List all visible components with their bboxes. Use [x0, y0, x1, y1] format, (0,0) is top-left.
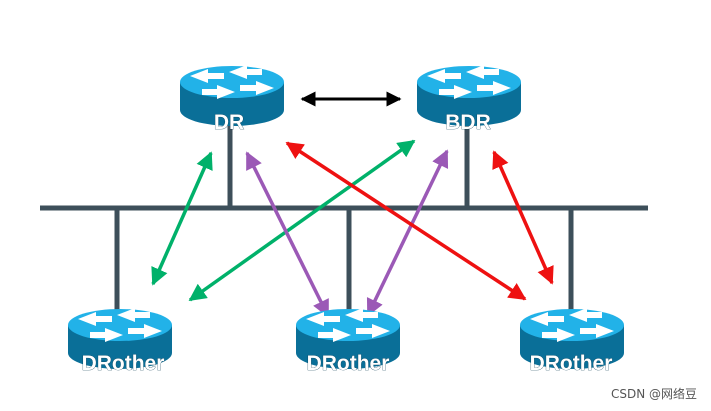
router-dr: DR: [180, 65, 284, 134]
router-drother-middle-label: DRother: [307, 352, 390, 375]
router-drother-right: DRother: [520, 308, 624, 375]
watermark: CSDN @网络豆: [610, 387, 697, 401]
dr-drother-middle-arrow: [245, 151, 330, 318]
bdr-drother-middle-arrow: [366, 149, 449, 317]
router-drother-middle: DRother: [296, 308, 400, 375]
router-drother-right-label: DRother: [530, 352, 613, 375]
router-drother-left-label: DRother: [82, 352, 165, 375]
router-dr-label: DR: [214, 111, 244, 134]
dr-drother-left-arrow: [151, 151, 213, 286]
bdr-drother-left-arrow: [188, 139, 416, 302]
bdr-drother-right-arrow: [492, 150, 554, 285]
ethernet-bus: [40, 125, 648, 322]
router-bdr-label: BDR: [445, 111, 491, 134]
router-bdr: BDR: [417, 65, 521, 134]
router-drother-left: DRother: [68, 308, 172, 375]
dr-drother-right-arrow: [285, 141, 527, 301]
adjacency-arrows: [151, 91, 554, 318]
